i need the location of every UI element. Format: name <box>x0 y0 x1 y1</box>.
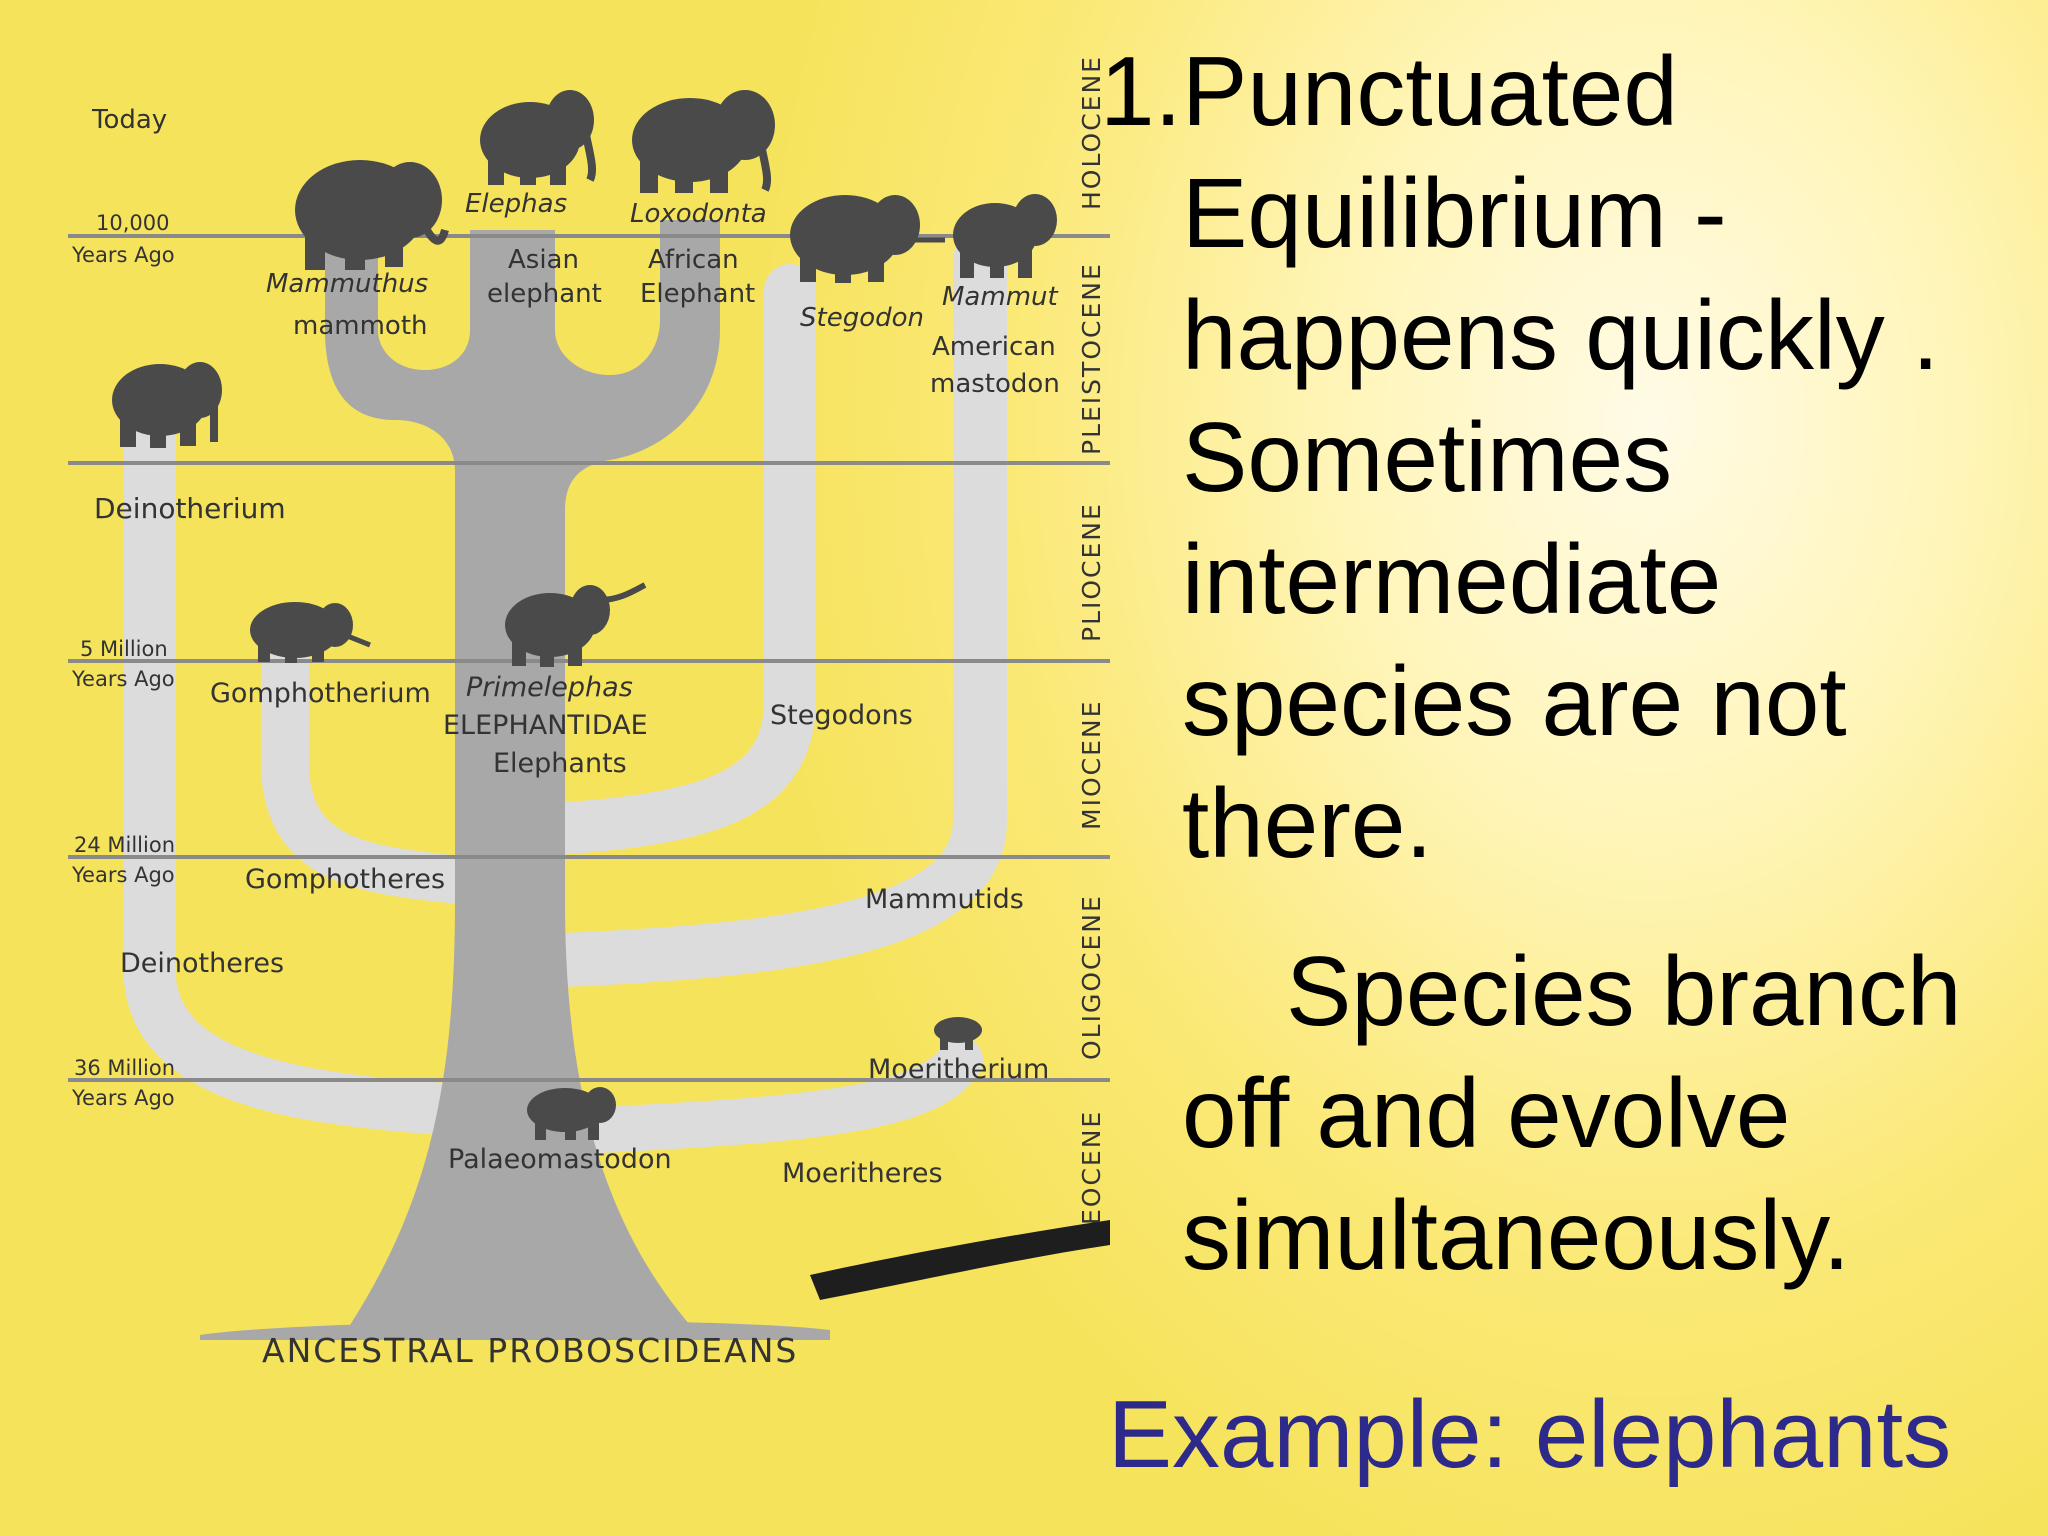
label-asian-a: Asian <box>508 245 579 275</box>
label-mammuthus: Mammuthus <box>266 269 428 299</box>
deinotherium-silhouette <box>112 362 222 448</box>
branch-mammutids <box>533 233 1007 987</box>
point-1-body: Punctuated Equilibrium - happens quickly… <box>1182 36 1940 878</box>
asian-elephant-silhouette <box>480 90 597 185</box>
time-labels: Today 10,000 Years Ago 5 Million Years A… <box>71 105 175 1110</box>
label-36m-b: Years Ago <box>71 1086 175 1110</box>
label-american-b: mastodon <box>930 369 1060 399</box>
label-loxodonta: Loxodonta <box>630 199 767 229</box>
moeritherium-silhouette <box>934 1017 982 1050</box>
main-trunk <box>200 220 830 1340</box>
label-10000-a: 10,000 <box>96 211 169 235</box>
primelephas-silhouette <box>505 582 647 667</box>
label-gomphotheres: Gomphotheres <box>245 864 445 895</box>
label-deinotheres: Deinotheres <box>120 948 284 979</box>
label-asian-b: elephant <box>487 279 602 309</box>
elephant-evolution-diagram: Today 10,000 Years Ago 5 Million Years A… <box>68 55 1110 1370</box>
ancestral-side-branch <box>810 1220 1110 1300</box>
african-elephant-silhouette <box>632 90 775 193</box>
epoch-eocene: EOCENE <box>1077 1110 1106 1225</box>
label-elephas: Elephas <box>465 189 567 219</box>
label-stegodon: Stegodon <box>800 303 924 333</box>
light-branches <box>124 233 1007 1153</box>
label-elephants: Elephants <box>493 748 627 779</box>
epoch-holocene: HOLOCENE <box>1077 55 1106 210</box>
label-deinotherium: Deinotherium <box>94 492 286 525</box>
branch-stegodons <box>514 264 816 856</box>
stegodon-silhouette <box>790 195 945 283</box>
label-5m-b: Years Ago <box>71 667 175 691</box>
label-5m-a: 5 Million <box>80 637 168 661</box>
label-palaeomastodon: Palaeomastodon <box>448 1144 672 1175</box>
label-moeritheres: Moeritheres <box>782 1158 943 1189</box>
trunk-base <box>200 1320 830 1340</box>
gomphotherium-silhouette <box>250 602 371 663</box>
silhouettes <box>112 90 1057 1140</box>
point-1-number: 1. <box>1100 36 1182 146</box>
branch-gomphotheres <box>261 636 484 904</box>
trunk-shape <box>325 220 720 1325</box>
label-moeritherium: Moeritherium <box>868 1054 1049 1085</box>
point-2: Species branch off and evolve simultaneo… <box>1182 930 2002 1296</box>
label-today: Today <box>91 105 167 135</box>
label-african-a: African <box>648 245 739 275</box>
epoch-pliocene: PLIOCENE <box>1077 502 1106 642</box>
label-24m-a: 24 Million <box>74 833 175 857</box>
point-2-rest: off and evolve simultaneously. <box>1182 1058 1851 1290</box>
label-mammutids: Mammutids <box>865 884 1024 915</box>
label-ancestral-proboscideans: ANCESTRAL PROBOSCIDEANS <box>262 1331 798 1370</box>
label-mammoth: mammoth <box>293 311 428 341</box>
label-gomphotherium: Gomphotherium <box>210 678 431 709</box>
label-african-b: Elephant <box>640 279 755 309</box>
mastodon-silhouette <box>953 194 1057 278</box>
label-primelephas: Primelephas <box>466 672 633 703</box>
branch-moeritheres <box>577 1037 983 1153</box>
epoch-miocene: MIOCENE <box>1077 700 1106 830</box>
time-lines <box>68 234 1110 1082</box>
label-stegodons: Stegodons <box>770 700 913 731</box>
label-elephantidae: ELEPHANTIDAE <box>443 710 648 741</box>
label-24m-b: Years Ago <box>71 863 175 887</box>
epoch-pleistocene: PLEISTOCENE <box>1077 262 1106 455</box>
branch-deinotheres <box>124 414 486 1136</box>
taxa-labels: Elephas Asian elephant Loxodonta African… <box>94 189 1060 1370</box>
label-10000-b: Years Ago <box>71 243 175 267</box>
example-caption: Example: elephants <box>1108 1381 1952 1488</box>
label-american-a: American <box>932 332 1056 362</box>
palaeomastodon-silhouette <box>527 1087 616 1140</box>
mammoth-silhouette <box>295 160 449 270</box>
label-36m-a: 36 Million <box>74 1056 175 1080</box>
epoch-oligocene: OLIGOCENE <box>1077 894 1106 1060</box>
point-2-first-line: Species branch <box>1286 936 1962 1046</box>
epoch-labels: HOLOCENE PLEISTOCENE PLIOCENE MIOCENE OL… <box>1077 55 1106 1225</box>
label-mammut: Mammut <box>942 282 1058 312</box>
